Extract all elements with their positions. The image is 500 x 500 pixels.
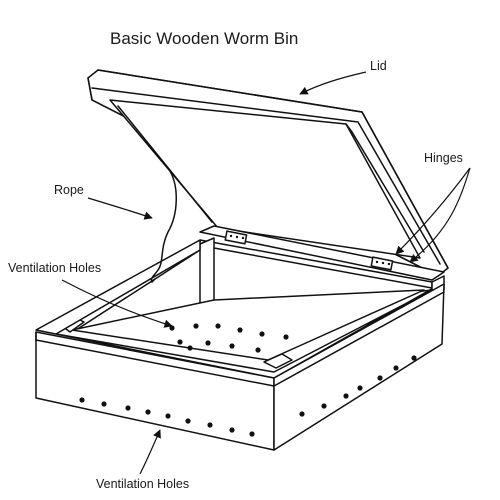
rope (150, 167, 177, 283)
arrow-hinge-right (395, 167, 471, 255)
front-ventilation-holes (79, 397, 255, 437)
label-ventilation-holes-floor: Ventilation Holes (8, 261, 101, 275)
hinges (224, 230, 394, 271)
back-wall-line (213, 247, 433, 289)
arrow-hinge-right-2 (409, 167, 471, 263)
arrow-lid (299, 71, 367, 95)
lid-top-inner-line (91, 87, 441, 265)
rope-end (151, 278, 156, 283)
lid-right-rail-line (345, 123, 425, 253)
lid-top-edge (97, 69, 449, 269)
diagram-title: Basic Wooden Worm Bin (110, 29, 298, 48)
right-wall (273, 283, 445, 451)
hinge-right (370, 256, 394, 271)
arrow-vent-floor (61, 279, 173, 328)
bin-box (35, 225, 445, 451)
rim-edge-front (35, 339, 275, 387)
label-lid: Lid (370, 59, 387, 73)
side-ventilation-holes (299, 355, 417, 417)
bin-floor (71, 289, 425, 361)
label-hinges: Hinges (424, 151, 463, 165)
lid-opening (109, 99, 421, 259)
lid-left-rail-line (117, 105, 213, 223)
floor-ventilation-holes (169, 323, 289, 353)
label-ventilation-holes-wall: Ventilation Holes (96, 477, 189, 491)
arrow-rope (87, 197, 153, 220)
corner-block-front (263, 353, 293, 369)
lid (87, 69, 449, 277)
label-rope: Rope (54, 183, 84, 197)
hinge-left (224, 230, 248, 245)
rim-edge-right (273, 291, 445, 387)
arrow-vent-wall (139, 429, 161, 475)
